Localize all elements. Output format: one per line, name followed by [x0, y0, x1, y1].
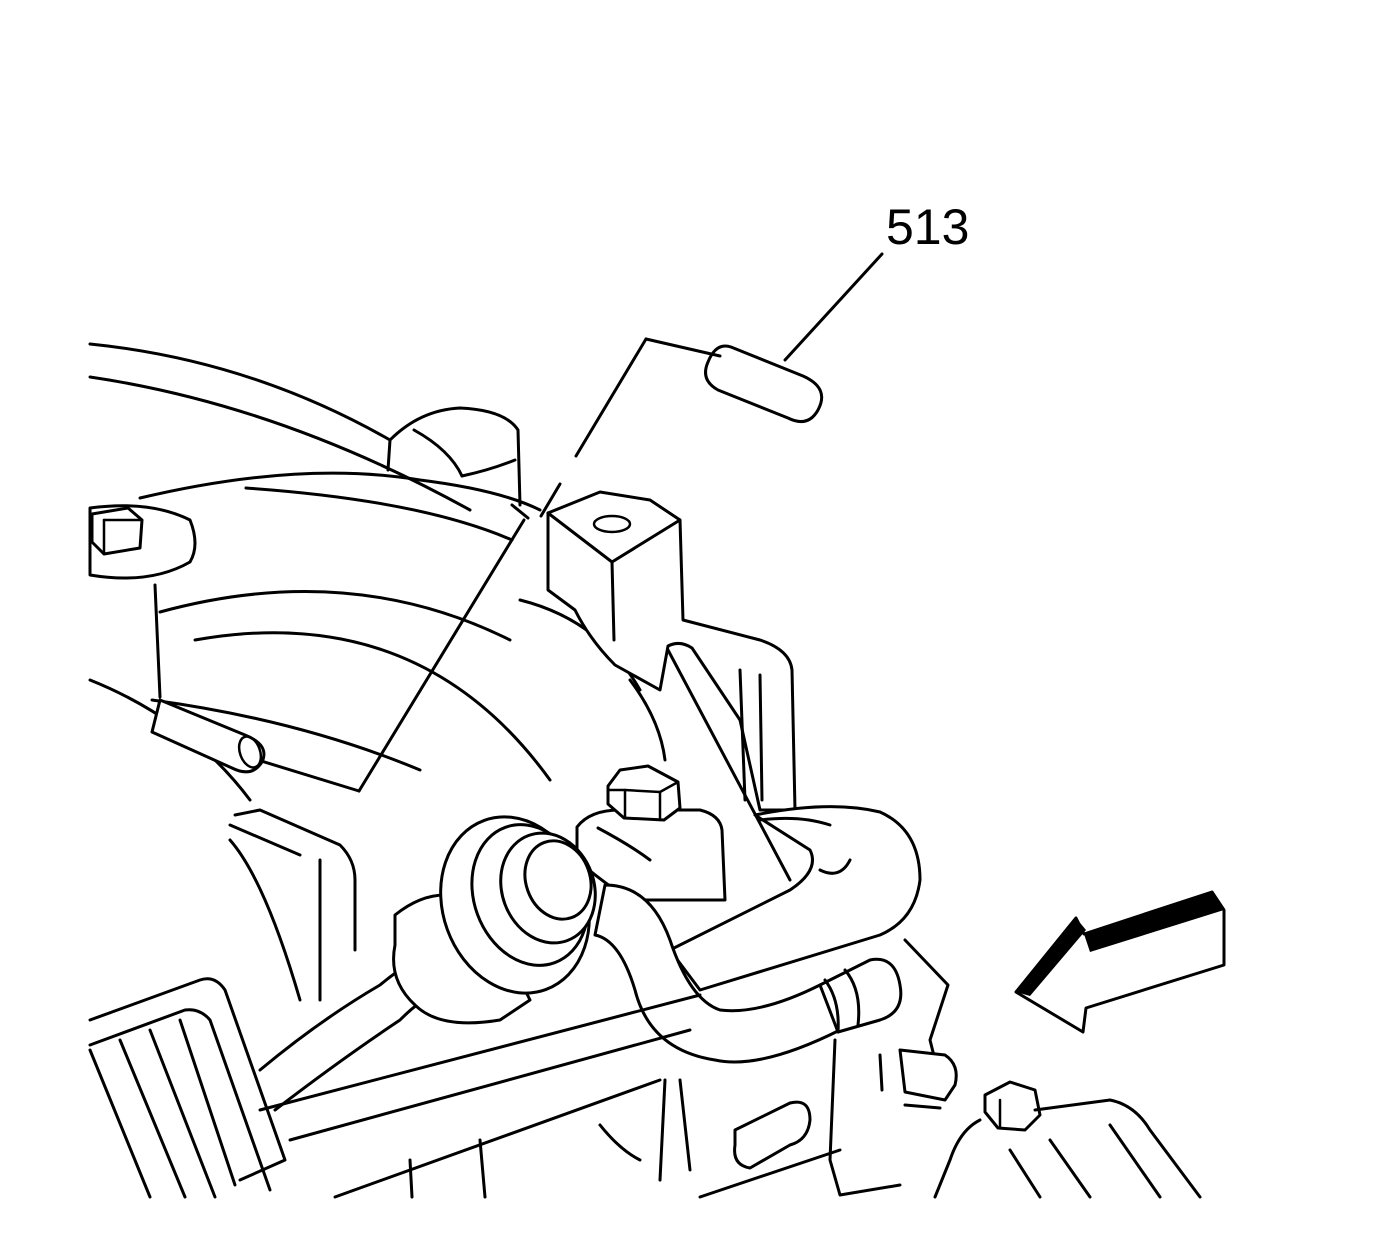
plug-part	[704, 344, 824, 424]
hose-end	[150, 698, 266, 774]
mounting-bracket	[546, 490, 797, 882]
installation-guide-line	[256, 337, 722, 793]
hex-bolt-center	[575, 764, 727, 902]
lower-left-bracket	[88, 808, 357, 1199]
callout-label-513: 513	[886, 199, 969, 255]
lower-right-components	[408, 938, 1202, 1199]
bolt-upper-left	[88, 504, 197, 580]
view-direction-arrow-icon	[1014, 890, 1226, 1034]
receiver-fitting	[392, 815, 597, 1025]
refrigerant-pipe	[258, 805, 922, 1199]
callout-leader-line	[783, 252, 884, 362]
